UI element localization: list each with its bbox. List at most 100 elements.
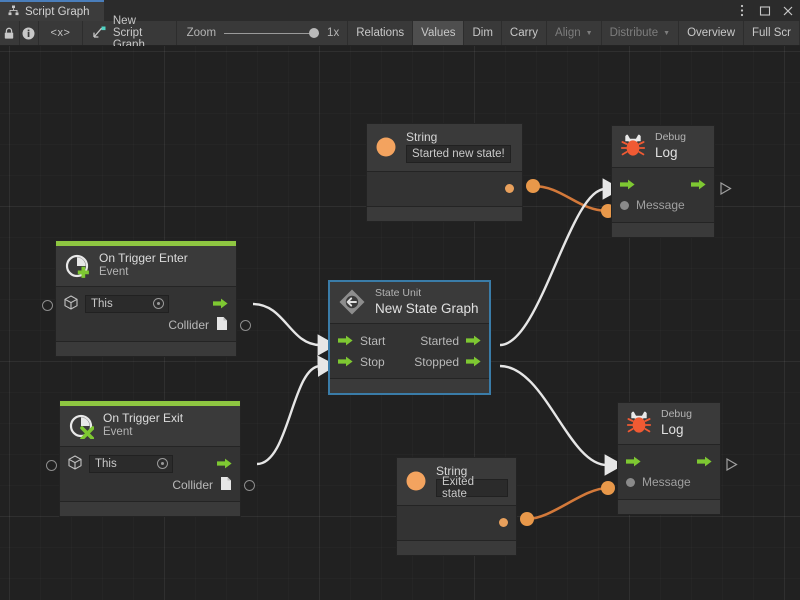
output-port-flow[interactable] — [213, 298, 228, 309]
script-graph-icon — [8, 5, 19, 19]
output-port-started[interactable]: Started — [420, 334, 481, 348]
node-body: Start Started Stop — [330, 324, 489, 378]
code-view-button[interactable]: <x> — [39, 21, 83, 45]
toolbar-button-dim[interactable]: Dim — [464, 21, 502, 45]
output-port-flow[interactable] — [697, 456, 712, 467]
node-footer — [367, 206, 522, 222]
output-port-value[interactable] — [499, 517, 508, 527]
zoom-value: 1x — [327, 27, 340, 39]
node-titles: On Trigger Exit Event — [103, 411, 184, 439]
chevron-down-icon: ▼ — [663, 29, 671, 37]
string-value-field[interactable]: Started new state! — [406, 145, 511, 164]
graph-toolbar: <x> New Script Graph Zoom 1x Relations — [0, 15, 800, 51]
toolbar-button-values[interactable]: Values — [413, 21, 465, 45]
node-body: Message — [612, 167, 714, 222]
input-port-flow[interactable] — [620, 179, 635, 190]
node-title-big: Event — [103, 426, 133, 439]
collider-output-port[interactable] — [216, 316, 228, 334]
lock-icon[interactable] — [0, 21, 20, 45]
arrow-right-icon — [691, 179, 706, 190]
node-on-trigger-exit[interactable]: On Trigger Exit Event This — [59, 400, 241, 518]
toolbar-button-align[interactable]: Align ▼ — [547, 21, 602, 45]
close-icon[interactable] — [782, 4, 794, 18]
graph-canvas[interactable]: String Started new state! — [0, 46, 800, 600]
toolbar-button-carry[interactable]: Carry — [502, 21, 548, 45]
toolbar-button-fullscreen[interactable]: Full Scr — [744, 21, 800, 45]
node-string-bottom[interactable]: String Exited state — [396, 457, 517, 557]
external-collider-output-port[interactable] — [244, 480, 255, 491]
collider-label: Collider — [172, 477, 213, 492]
toolbar-button-overview-label: Overview — [687, 27, 736, 39]
object-picker-icon[interactable] — [153, 298, 164, 310]
message-row: Message — [620, 195, 706, 216]
arrow-right-icon — [697, 456, 712, 467]
tab-label: Script Graph — [25, 5, 90, 18]
node-on-trigger-enter[interactable]: On Trigger Enter Event This — [55, 240, 237, 358]
graph-name-field[interactable]: New Script Graph — [83, 15, 177, 51]
start-row: Start Started — [338, 330, 481, 351]
external-target-input-port[interactable] — [46, 460, 57, 471]
node-body: Message — [618, 444, 720, 499]
object-picker-icon[interactable] — [157, 458, 168, 470]
chevron-down-icon: ▼ — [585, 29, 593, 37]
node-title-small: State Unit — [375, 287, 422, 300]
node-title-big: Event — [99, 266, 129, 279]
stopped-label: Stopped — [414, 354, 459, 369]
string-value-icon — [405, 470, 427, 492]
toolbar-button-overview[interactable]: Overview — [679, 21, 745, 45]
node-footer — [56, 341, 236, 357]
input-port-flow[interactable] — [626, 456, 641, 467]
output-port-flow[interactable] — [691, 179, 706, 190]
arrow-right-icon — [626, 456, 641, 467]
tab-script-graph[interactable]: Script Graph — [0, 0, 104, 21]
info-icon[interactable] — [20, 21, 40, 45]
zoom-control[interactable]: Zoom 1x — [177, 21, 349, 45]
zoom-slider[interactable] — [224, 26, 320, 40]
node-titles: On Trigger Enter Event — [99, 251, 188, 279]
edge-enter-to-state-start — [252, 302, 337, 356]
node-title-small: On Trigger Exit — [103, 411, 184, 425]
node-accent-bar — [56, 241, 236, 246]
external-flow-out-marker — [726, 457, 738, 476]
node-debug-log-top[interactable]: Debug Log — [611, 125, 715, 238]
message-label: Message — [636, 198, 685, 213]
kebab-menu-icon[interactable] — [736, 4, 748, 18]
target-row: This — [64, 293, 228, 314]
string-value-field[interactable]: Exited state — [436, 476, 508, 500]
external-collider-output-port[interactable] — [240, 320, 251, 331]
toolbar-button-carry-label: Carry — [509, 27, 539, 39]
string-value-icon — [375, 136, 397, 158]
input-port-stop[interactable]: Stop — [338, 355, 385, 369]
string-value-text: Started new state! — [412, 148, 505, 160]
input-port-start[interactable]: Start — [338, 334, 385, 348]
target-object-value: This — [95, 457, 117, 470]
toolbar-button-relations[interactable]: Relations — [348, 21, 414, 45]
arrow-right-icon — [466, 356, 481, 367]
external-target-input-port[interactable] — [42, 300, 53, 311]
collider-output-port[interactable] — [220, 476, 232, 494]
output-port-flow[interactable] — [217, 458, 232, 469]
node-header: String Started new state! — [367, 124, 522, 173]
node-debug-log-bottom[interactable]: Debug Log — [617, 402, 721, 515]
input-port-message[interactable] — [620, 200, 629, 210]
target-row: This — [68, 453, 232, 474]
gameobject-icon — [64, 295, 78, 313]
output-port-stopped[interactable]: Stopped — [414, 355, 481, 369]
toolbar-button-distribute[interactable]: Distribute ▼ — [602, 21, 680, 45]
node-string-top[interactable]: String Started new state! — [366, 123, 523, 223]
input-port-message[interactable] — [626, 477, 635, 487]
started-label: Started — [420, 333, 459, 348]
edge-source-knob — [520, 512, 534, 526]
node-state-unit[interactable]: State Unit New State Graph Start Started — [329, 281, 490, 394]
target-object-field[interactable]: This — [85, 294, 169, 313]
node-accent-bar — [60, 401, 240, 406]
output-port-value[interactable] — [505, 183, 514, 193]
graph-node-icon — [93, 26, 106, 41]
edge-string-bottom-to-log-bottom — [526, 486, 609, 521]
node-header: Debug Log — [612, 126, 714, 168]
node-footer — [397, 540, 516, 556]
target-object-field[interactable]: This — [89, 454, 173, 473]
zoom-slider-knob[interactable] — [309, 28, 320, 38]
maximize-icon[interactable] — [759, 4, 771, 18]
